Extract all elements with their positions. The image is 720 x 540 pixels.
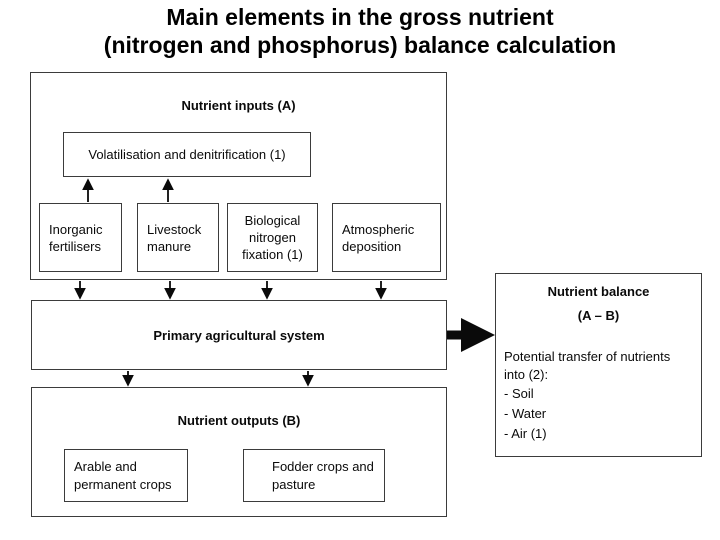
inorganic-fertilisers-label: Inorganic fertilisers <box>49 221 103 254</box>
biological-fixation-box: Biological nitrogen fixation (1) <box>227 203 318 272</box>
volatilisation-label: Volatilisation and denitrification (1) <box>88 147 286 162</box>
nutrient-inputs-header: Nutrient inputs (A) <box>181 98 296 113</box>
arable-crops-label: Arable and permanent crops <box>74 458 172 492</box>
fodder-crops-label: Fodder crops and pasture <box>272 458 374 492</box>
page-title-line2: (nitrogen and phosphorus) balance calcul… <box>103 32 617 58</box>
biological-fixation-label: Biological nitrogen fixation (1) <box>242 213 303 262</box>
fodder-crops-box: Fodder crops and pasture <box>243 449 385 502</box>
nutrient-balance-description: Potential transfer of nutrients into (2)… <box>504 349 671 382</box>
nutrient-balance-formula: (A – B) <box>577 308 620 323</box>
atmospheric-deposition-label: Atmospheric deposition <box>342 221 415 254</box>
page-title: Main elements in the gross nutrient (nit… <box>0 3 720 59</box>
nutrient-outputs-header: Nutrient outputs (B) <box>177 413 301 428</box>
balance-target-soil: - Soil <box>504 386 534 401</box>
balance-target-water: - Water <box>504 406 547 421</box>
nutrient-balance-box: Nutrient balance (A – B) Potential trans… <box>495 273 702 457</box>
livestock-manure-label: Livestock manure <box>147 221 202 254</box>
page-title-line1: Main elements in the gross nutrient <box>166 4 554 30</box>
primary-system-box: Primary agricultural system <box>31 300 447 370</box>
inorganic-fertilisers-box: Inorganic fertilisers <box>39 203 122 272</box>
nutrient-inputs-box: Nutrient inputs (A) Volatilisation and d… <box>30 72 447 280</box>
arrow-primary-to-balance <box>447 318 495 352</box>
atmospheric-deposition-box: Atmospheric deposition <box>332 203 441 272</box>
nutrient-balance-header: Nutrient balance <box>547 284 650 299</box>
nutrient-outputs-box: Nutrient outputs (B) Arable and permanen… <box>31 387 447 517</box>
balance-target-air: - Air (1) <box>504 426 547 441</box>
arable-crops-box: Arable and permanent crops <box>64 449 188 502</box>
primary-system-label: Primary agricultural system <box>153 327 325 343</box>
livestock-manure-box: Livestock manure <box>137 203 219 272</box>
volatilisation-box: Volatilisation and denitrification (1) <box>63 132 311 177</box>
